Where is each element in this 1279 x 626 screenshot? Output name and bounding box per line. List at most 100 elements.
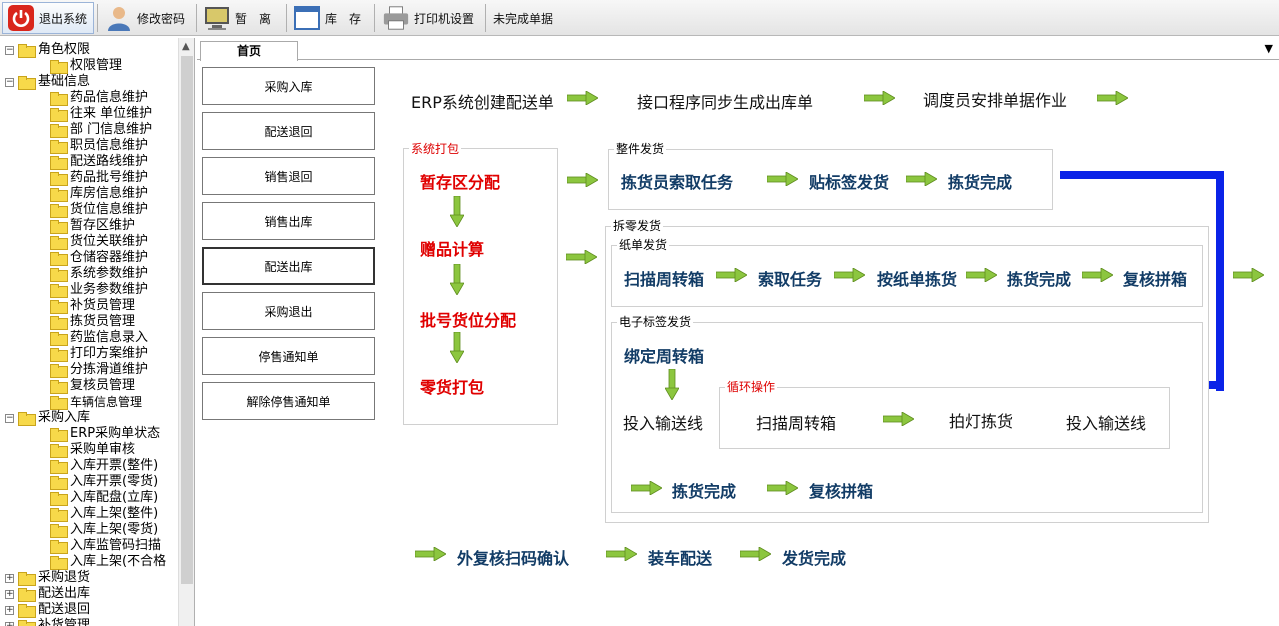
tree-leaf[interactable]: 入库上架(零货): [50, 522, 158, 538]
tree-group[interactable]: −采购入库: [5, 410, 90, 426]
flow-arrow-down-icon: [450, 264, 464, 295]
inventory-button[interactable]: 库 存: [289, 2, 371, 34]
tree-label: 系统参数维护: [70, 266, 149, 281]
final-shipped: 发货完成: [782, 549, 847, 568]
final-load-deliver: 装车配送: [648, 549, 713, 568]
scroll-thumb[interactable]: [181, 56, 193, 584]
tree-label: 打印方案维护: [70, 346, 149, 361]
tree-expander-icon[interactable]: +: [5, 604, 14, 615]
tree-leaf[interactable]: 复核员管理: [50, 378, 135, 394]
tree-label: 入库配盘(立库): [70, 490, 159, 505]
nav-tree: ▲ −角色权限权限管理 − 基础信息药品信息维护往来 单位维护部 门信息维护职员信息…: [0, 38, 195, 626]
delivery-out-button[interactable]: 配送出库: [202, 247, 375, 285]
tab-home[interactable]: 首页: [200, 41, 298, 61]
tree-leaf[interactable]: 货位信息维护: [50, 202, 148, 218]
tree-leaf[interactable]: 入库配盘(立库): [50, 490, 158, 506]
tree-leaf[interactable]: 拣货员管理: [50, 314, 135, 330]
tree-expander-icon[interactable]: −: [5, 44, 14, 55]
unfinished-button[interactable]: 未完成单据: [489, 2, 561, 34]
tab-dropdown-icon[interactable]: ▼: [1264, 42, 1273, 55]
tree-group[interactable]: −角色权限: [5, 42, 90, 58]
tree-expander-icon[interactable]: +: [5, 588, 14, 599]
delivery-return-button[interactable]: 配送退回: [202, 112, 375, 150]
tree-leaf[interactable]: ERP采购单状态: [50, 426, 160, 442]
tree-label: 分拣滑道维护: [70, 362, 149, 377]
connector-top: [1060, 171, 1224, 179]
tree-leaf[interactable]: 暂存区维护: [50, 218, 135, 234]
cancel-stop-sale-button[interactable]: 解除停售通知单: [202, 382, 375, 420]
tree-leaf[interactable]: 打印方案维护: [50, 346, 148, 362]
scroll-up-icon[interactable]: ▲: [182, 41, 190, 52]
tree-scrollbar[interactable]: ▲: [178, 38, 194, 626]
printer-settings-button[interactable]: 打印机设置: [378, 2, 482, 34]
tab-bar: 首页 ▼: [197, 40, 1279, 61]
tree-label: 基础信息: [38, 74, 91, 89]
tree-label: 配送退回: [38, 602, 91, 617]
tree-leaf[interactable]: 药监信息录入: [50, 330, 148, 346]
tree-leaf[interactable]: 入库上架(不合格: [50, 554, 166, 570]
flow-arrow-right-icon: [767, 172, 798, 186]
whole-ship-box: [608, 149, 1053, 210]
paper-step-pick: 按纸单拣货: [877, 270, 958, 289]
tree-group[interactable]: + 配送退回: [5, 602, 90, 618]
tree-leaf[interactable]: 权限管理: [50, 58, 122, 74]
tree-group[interactable]: +补货管理: [5, 618, 90, 626]
tree-leaf[interactable]: 部 门信息维护: [50, 122, 152, 138]
flow-arrow-right-icon: [567, 173, 598, 187]
tree-leaf[interactable]: 入库开票(零货): [50, 474, 158, 490]
tree-leaf[interactable]: 采购单审核: [50, 442, 135, 458]
tree-leaf[interactable]: 药品信息维护: [50, 90, 148, 106]
tree-leaf[interactable]: 入库上架(整件): [50, 506, 158, 522]
flow-arrow-right-icon: [631, 481, 662, 495]
sales-return-button[interactable]: 销售退回: [202, 157, 375, 195]
tree-label: 配送路线维护: [70, 154, 149, 169]
tree-leaf[interactable]: 系统参数维护: [50, 266, 148, 282]
folder-icon: [50, 156, 68, 170]
change-password-button[interactable]: 修改密码: [101, 2, 193, 34]
tree-group[interactable]: − 基础信息: [5, 74, 90, 90]
tree-expander-icon[interactable]: +: [5, 621, 14, 626]
folder-icon: [50, 300, 68, 314]
folder-icon: [50, 140, 68, 154]
flow-arrow-right-icon: [906, 172, 937, 186]
tree-leaf[interactable]: 分拣滑道维护: [50, 362, 148, 378]
tree-leaf[interactable]: 往来 单位维护: [50, 106, 152, 122]
purchase-return-button[interactable]: 采购退出: [202, 292, 375, 330]
stop-sale-notice-button[interactable]: 停售通知单: [202, 337, 375, 375]
tree-label: 暂存区维护: [70, 218, 136, 233]
tree-leaf[interactable]: 仓储容器维护: [50, 250, 148, 266]
tree-group[interactable]: +采购退货: [5, 570, 90, 586]
folder-icon: [50, 236, 68, 250]
tree-leaf[interactable]: 业务参数维护: [50, 282, 148, 298]
loop-step-scan: 扫描周转箱: [756, 414, 837, 433]
loop-box: [719, 387, 1170, 449]
folder-icon: [50, 124, 68, 138]
tree-expander-icon[interactable]: +: [5, 572, 14, 583]
hold-button[interactable]: 暂 离: [199, 2, 283, 34]
paper-step-done: 拣货完成: [1007, 270, 1072, 289]
toolbar: 退出系统 修改密码 暂 离 库 存 打印机设置 未完成单据: [0, 0, 1279, 36]
tree-leaf[interactable]: 配送路线维护: [50, 154, 148, 170]
sales-out-button[interactable]: 销售出库: [202, 202, 375, 240]
tree-leaf[interactable]: 入库监管码扫描: [50, 538, 161, 554]
tree-leaf[interactable]: 货位关联维护: [50, 234, 148, 250]
tree-leaf[interactable]: 补货员管理: [50, 298, 135, 314]
folder-icon: [50, 204, 68, 218]
purchase-in-button[interactable]: 采购入库: [202, 67, 375, 105]
tree-leaf[interactable]: 药品批号维护: [50, 170, 148, 186]
tree-leaf[interactable]: 库房信息维护: [50, 186, 148, 202]
tree-leaf[interactable]: 车辆信息管理: [50, 394, 142, 410]
tree-label: 往来 单位维护: [70, 106, 153, 121]
flow-arrow-right-icon: [767, 481, 798, 495]
tree-group[interactable]: +配送出库: [5, 586, 90, 602]
folder-icon: [50, 108, 68, 122]
tree-leaf[interactable]: 职员信息维护: [50, 138, 148, 154]
tree-label: 入库开票(整件): [70, 458, 159, 473]
tree-leaf[interactable]: 入库开票(整件): [50, 458, 158, 474]
system-print-box: [403, 148, 558, 425]
tree-label: 入库上架(零货): [70, 522, 159, 537]
tree-expander-icon[interactable]: −: [5, 412, 14, 423]
tree-expander-icon[interactable]: −: [5, 76, 14, 87]
logout-button[interactable]: 退出系统: [2, 2, 94, 34]
folder-icon: [50, 172, 68, 186]
